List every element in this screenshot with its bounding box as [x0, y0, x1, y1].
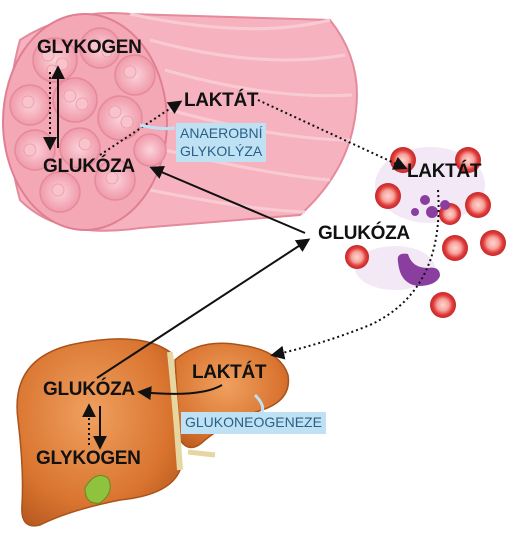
arrow-glucose-to-muscle: [149, 165, 306, 234]
liver-lactate-label: LAKTÁT: [192, 362, 267, 383]
muscle-illustration: [2, 12, 358, 232]
red-blood-cell: [430, 292, 456, 318]
muscle-lactate-label: LAKTÁT: [184, 90, 259, 111]
anaerobic-glycolysis-box: ANAEROBNÍ GLYKOLÝZA: [176, 123, 267, 162]
process-label-line1: ANAEROBNÍ: [180, 125, 263, 141]
red-blood-cell: [375, 183, 401, 209]
arrow-liver-glucose-to-blood: [96, 238, 311, 379]
blood-glucose-label: GLUKÓZA: [318, 223, 410, 244]
process-connector: [139, 123, 176, 131]
blood-illustration: [345, 147, 506, 318]
arrow-anaerobic-glycolysis: [99, 100, 183, 156]
liver-glycogen-label: GLYKOGEN: [36, 448, 141, 469]
liver-glucose-label: GLUKÓZA: [43, 379, 135, 400]
arrow-blood-lactate-to-liver: [270, 189, 440, 360]
muscle-glycogen-label: GLYKOGEN: [37, 37, 142, 58]
arrow-lactate-to-blood: [257, 99, 408, 170]
red-blood-cell: [455, 147, 481, 173]
white-blood-cell: [397, 195, 450, 286]
arrow-gluconeogenesis: [137, 384, 223, 401]
red-blood-cell: [465, 192, 491, 218]
red-blood-cell: [442, 235, 468, 261]
arrows: [43, 65, 440, 450]
blood-lactate-label: LAKTÁT: [407, 161, 482, 182]
process-label-line2: GLYKOLÝZA: [180, 142, 263, 159]
gluconeogenesis-box: GLUKONEOGENEZE: [181, 412, 326, 434]
muscle-glucose-label: GLUKÓZA: [43, 156, 135, 177]
red-blood-cell: [345, 245, 369, 269]
process-connector: [253, 393, 265, 413]
red-blood-cell: [480, 230, 506, 256]
